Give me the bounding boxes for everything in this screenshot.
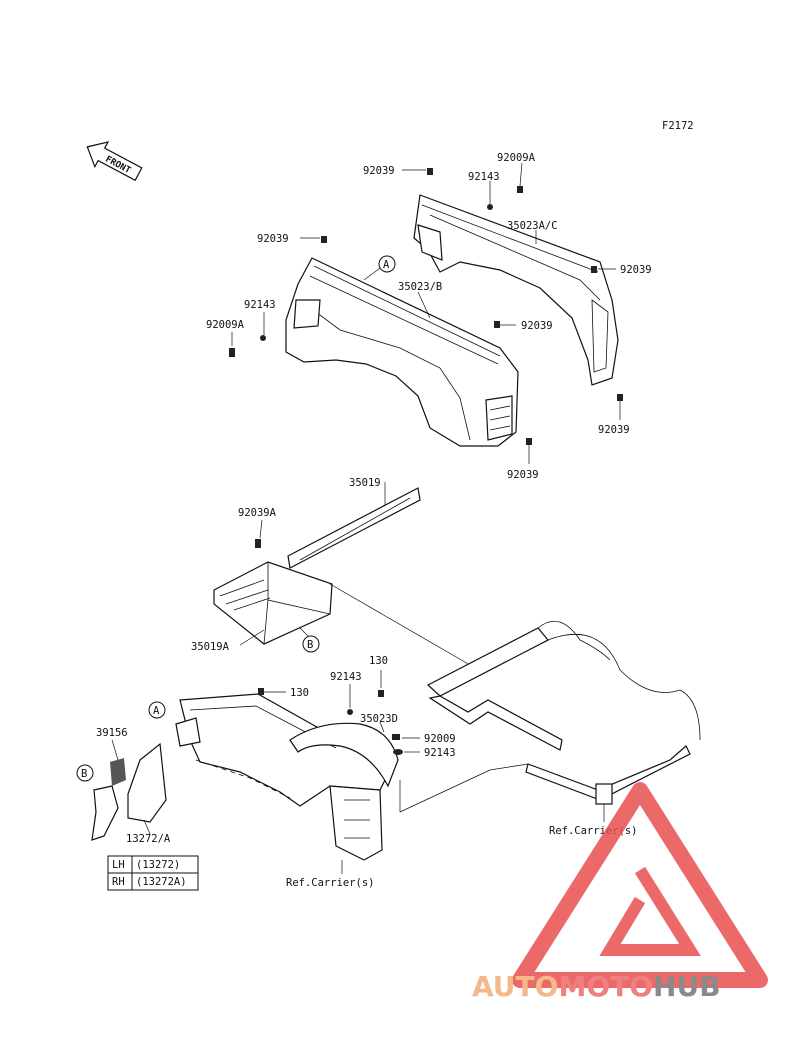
watermark-logo bbox=[512, 782, 768, 988]
label-92039-right1: 92039 bbox=[620, 264, 652, 276]
callout-a-upper-text: A bbox=[383, 259, 390, 271]
label-92039A: 92039A bbox=[238, 507, 277, 519]
fender-fasteners bbox=[229, 168, 623, 445]
label-92009A-top: 92009A bbox=[497, 152, 536, 164]
label-92039-mid: 92039 bbox=[521, 320, 553, 332]
lower-fasteners bbox=[347, 670, 420, 755]
watermark-hub: HUB bbox=[653, 970, 721, 1003]
side-table-lh-part: (13272) bbox=[136, 859, 180, 871]
watermark-auto: AUTO bbox=[472, 970, 558, 1003]
callout-b-mid bbox=[302, 635, 320, 653]
callout-a-lower-text: A bbox=[153, 705, 160, 717]
bracket-13272 bbox=[127, 717, 201, 835]
label-ref-carrier-2: Ref.Carrier(s) bbox=[286, 877, 375, 889]
watermark-triangle-icon bbox=[512, 782, 768, 988]
rear-fender-left bbox=[285, 257, 519, 447]
inner-fender-35023D bbox=[289, 722, 399, 874]
side-table-rh: RH bbox=[112, 876, 125, 888]
watermark-moto: MOTO bbox=[558, 970, 653, 1003]
callout-a-upper bbox=[378, 255, 396, 273]
side-table: LH (13272) RH (13272A) bbox=[107, 855, 199, 891]
carrier-frame bbox=[399, 620, 701, 822]
label-35019: 35019 bbox=[349, 477, 381, 489]
label-35019A: 35019A bbox=[191, 641, 230, 653]
label-35023D: 35023D bbox=[360, 713, 398, 725]
label-13272A: 13272/A bbox=[126, 833, 171, 845]
label-92143-low: 92143 bbox=[424, 747, 456, 759]
callout-b-mid-text: B bbox=[307, 639, 313, 651]
label-92039-right2: 92039 bbox=[598, 424, 630, 436]
label-92039-left: 92039 bbox=[257, 233, 289, 245]
label-92143-top: 92143 bbox=[468, 171, 500, 183]
side-table-rh-part: (13272A) bbox=[136, 876, 187, 888]
label-130-b: 130 bbox=[290, 687, 309, 699]
front-arrow-icon: FRONT bbox=[86, 141, 143, 182]
label-92009: 92009 bbox=[424, 733, 456, 745]
label-92009A-left: 92009A bbox=[206, 319, 245, 331]
label-39156: 39156 bbox=[96, 727, 128, 739]
label-92143-left: 92143 bbox=[244, 299, 276, 311]
side-table-lh: LH bbox=[112, 859, 125, 871]
label-92039-low: 92039 bbox=[507, 469, 539, 481]
rear-fender-right bbox=[413, 194, 619, 386]
mud-flap-35019 bbox=[255, 482, 421, 569]
watermark-inner-mark bbox=[599, 866, 701, 956]
leader-lines-upper bbox=[231, 162, 621, 464]
label-35023B: 35023/B bbox=[398, 281, 442, 293]
watermark-text: AUTOMOTOHUB bbox=[472, 970, 721, 1003]
label-130-a: 130 bbox=[369, 655, 388, 667]
part-labels: 92039 92009A 92143 35023A/C 92039 92039 … bbox=[96, 152, 652, 889]
label-92143-mid: 92143 bbox=[330, 671, 362, 683]
part-39156 bbox=[91, 739, 126, 841]
callout-b-lower-text: B bbox=[81, 768, 87, 780]
label-35023AC: 35023A/C bbox=[507, 220, 558, 232]
label-92039-top: 92039 bbox=[363, 165, 395, 177]
figure-code: F2172 bbox=[662, 120, 694, 132]
callout-b-lower bbox=[76, 764, 94, 782]
callout-a-lower bbox=[148, 701, 166, 719]
mud-flap-35019A bbox=[213, 561, 333, 646]
